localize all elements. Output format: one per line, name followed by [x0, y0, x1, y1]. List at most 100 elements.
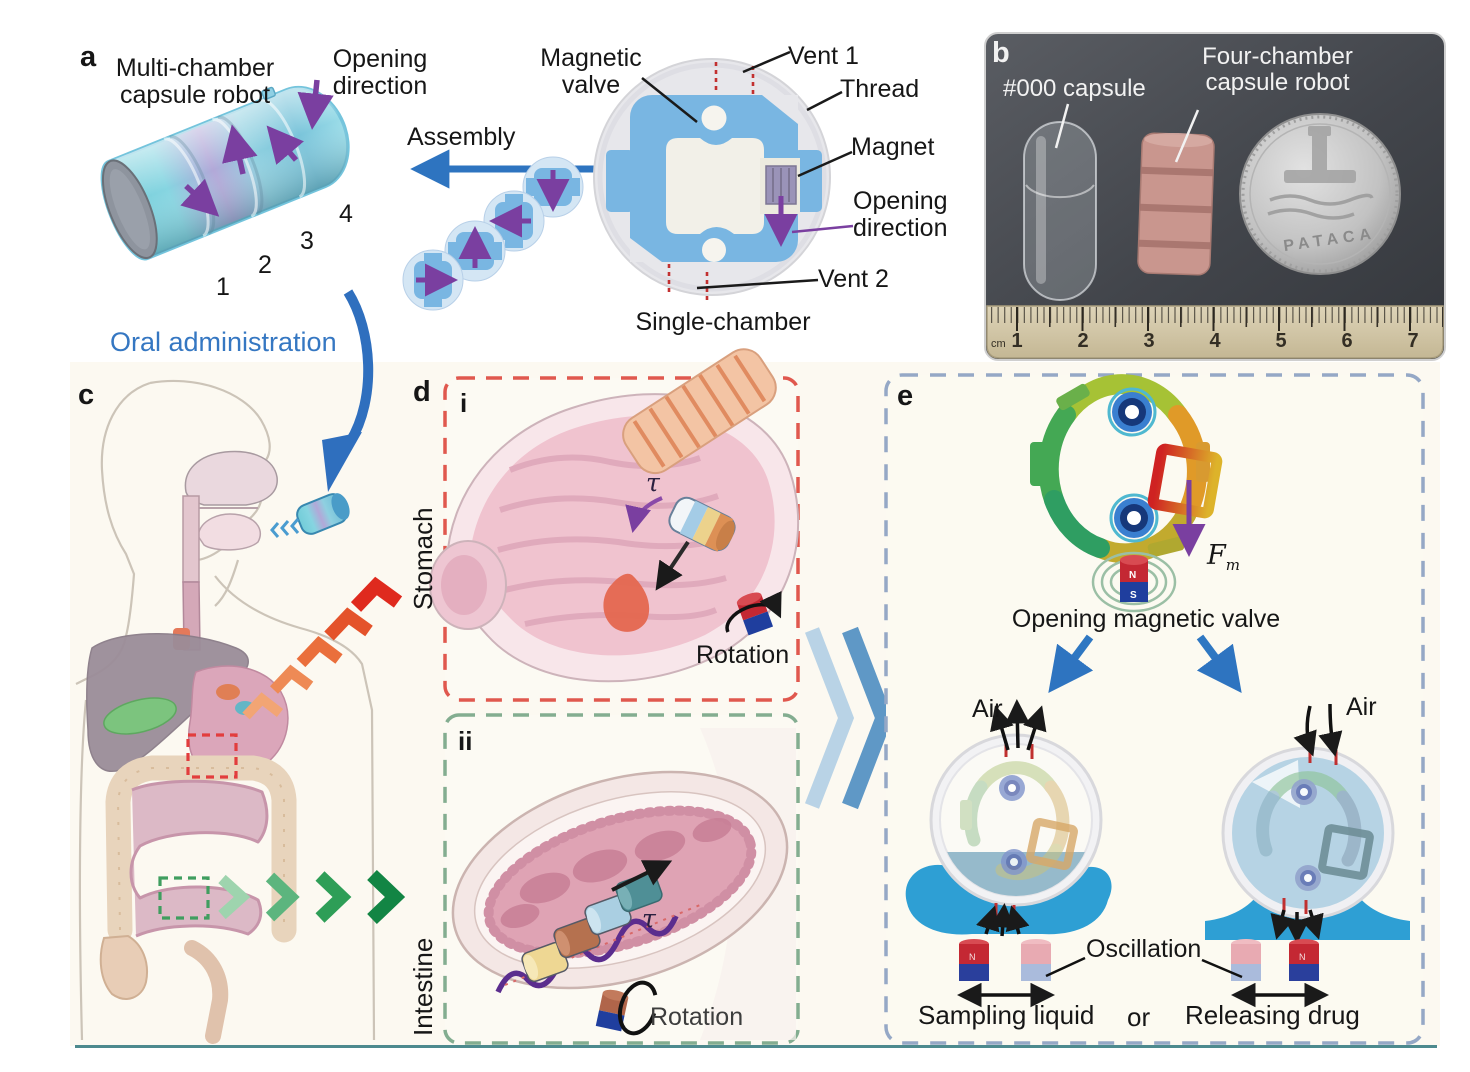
opening-direction-label-a: Opening direction: [332, 45, 428, 100]
ruler-mark: 5: [1275, 330, 1287, 352]
opening-magnetic-valve-label: Opening magnetic valve: [1011, 605, 1281, 633]
callout-lines: [641, 50, 853, 290]
air-in-arrows: [1293, 703, 1343, 757]
single-chamber-caption: Single-chamber: [635, 308, 811, 336]
torque-symbol-i: τ: [646, 468, 660, 497]
thread-ring: [597, 62, 827, 292]
large-intestine: [105, 755, 297, 943]
segment-number-2: 2: [258, 251, 272, 279]
drug-out-arrows: [1270, 909, 1324, 944]
panel-c-letter: c: [78, 379, 95, 411]
rotation-label-i: Rotation: [696, 641, 790, 669]
air-label-right: Air: [1346, 693, 1377, 721]
intestine-axis-label: Intestine: [408, 937, 438, 1036]
stomach-axis-label: Stomach: [408, 507, 438, 610]
torque-arc-i: [625, 496, 663, 534]
oral-administration-illustration: [75, 289, 406, 1044]
four-chamber-label: Four-chamber capsule robot: [1202, 43, 1353, 96]
valve-hole-bottom: [702, 238, 726, 262]
single-chamber-schematic: [593, 50, 854, 302]
segment-number-3: 3: [300, 227, 314, 255]
rectum: [184, 940, 229, 1044]
panel-d-sub-i: i: [460, 388, 468, 418]
gallbladder: [103, 697, 177, 735]
or-label: or: [1127, 1002, 1151, 1032]
capsule-in-stomach: [668, 496, 736, 552]
ruler: [986, 305, 1444, 359]
valve-actuation-panel: N S: [884, 373, 1425, 1045]
mouth-throat-anatomy: [173, 450, 278, 651]
pole-n-label: N: [1299, 952, 1306, 962]
releasing-drug-label: Releasing drug: [1185, 1000, 1360, 1030]
stomach-interior-illustration: [429, 348, 800, 683]
panel-d-sub-ii: ii: [458, 726, 473, 756]
valve-hole-top: [701, 105, 727, 131]
ruler-mark: 6: [1341, 330, 1353, 352]
photo-pointer-lines: [1054, 103, 1200, 163]
torque-symbol-ii: τ: [642, 904, 656, 933]
helical-path: [495, 914, 679, 994]
force-subscript: m: [1225, 556, 1240, 574]
branch-arrows: [1048, 634, 1242, 693]
sampling-capsule: [929, 733, 1103, 919]
oral-administration-label: Oral administration: [110, 327, 337, 357]
intestine-path-chevrons: [218, 869, 406, 925]
magnet-label: Magnet: [851, 133, 935, 161]
stomach-lesion: [603, 573, 650, 632]
small-intestine: [129, 779, 269, 938]
liquid-in-arrows: [976, 903, 1030, 937]
intake-motion-dashes: [270, 518, 300, 538]
vent-2-label: Vent 2: [818, 265, 889, 293]
rotation-arc-ii: [617, 980, 659, 1036]
swallowed-capsule: [296, 493, 350, 535]
chamber-opening-arrows: [180, 79, 334, 217]
pole-n-label: N: [969, 952, 976, 962]
ruler-mark: 1: [1011, 330, 1023, 352]
digestive-organs: [86, 633, 297, 1044]
descent-arrow-i: [655, 540, 690, 591]
ruler-mark: 4: [1209, 330, 1221, 352]
panel-b-letter: b: [992, 37, 1010, 69]
intestinal-folds: [500, 817, 732, 929]
air-label-left: Air: [972, 695, 1003, 723]
opening-direction-callout: [791, 224, 854, 234]
lighthouse-engraving: [1267, 126, 1374, 220]
valve-bearing-bottom: [1109, 493, 1159, 543]
oral-arrow-head: [322, 432, 362, 492]
panel-e-letter: e: [897, 380, 914, 412]
opening-direction-label-sc: Opening direction: [853, 187, 948, 242]
cecum: [99, 934, 148, 1000]
releasing-capsule: [1221, 746, 1395, 920]
panel-a-title: Multi-chamber capsule robot: [115, 54, 275, 109]
pale-valve-right: [1256, 771, 1362, 867]
vent-nub: [261, 86, 276, 100]
vent-marks-right-bottom: [1282, 898, 1308, 914]
ruler-mark: 7: [1407, 330, 1419, 352]
segment-number-1: 1: [216, 273, 230, 301]
oral-administration-arrow: [343, 289, 374, 445]
stomach-target-box: [186, 733, 238, 779]
valve-magnet-frame: [1147, 443, 1223, 519]
stomach-path-chevrons: [242, 576, 403, 720]
magnetic-valve-label: Magnetic valve: [540, 44, 642, 99]
pole-n-label: N: [1129, 570, 1136, 581]
air-out-arrows: [990, 699, 1047, 751]
four-chamber-robot-photo: [1137, 132, 1215, 276]
vent-1-label: Vent 1: [788, 42, 859, 70]
pole-s-label: S: [1130, 590, 1137, 601]
segment-number-4: 4: [339, 200, 353, 228]
oscillation-magnets: N N: [959, 939, 1319, 981]
panel-a-letter: a: [80, 41, 97, 73]
pataca-coin: PATACA: [1239, 113, 1401, 275]
multi-chamber-capsule-illustration: [100, 79, 610, 311]
empty-capsule-photo: [1023, 121, 1097, 301]
force-symbol: F: [1207, 540, 1226, 571]
footer-rule: [75, 1045, 1437, 1048]
sampling-liquid-label: Sampling liquid: [918, 1000, 1095, 1030]
rotation-label-ii: Rotation: [650, 1003, 744, 1031]
intestine-interior-illustration: [451, 728, 796, 1040]
oscillation-callouts: [1045, 956, 1243, 979]
oscillation-label: Oscillation: [1086, 935, 1202, 963]
valve-bearing-top: [1107, 387, 1157, 437]
